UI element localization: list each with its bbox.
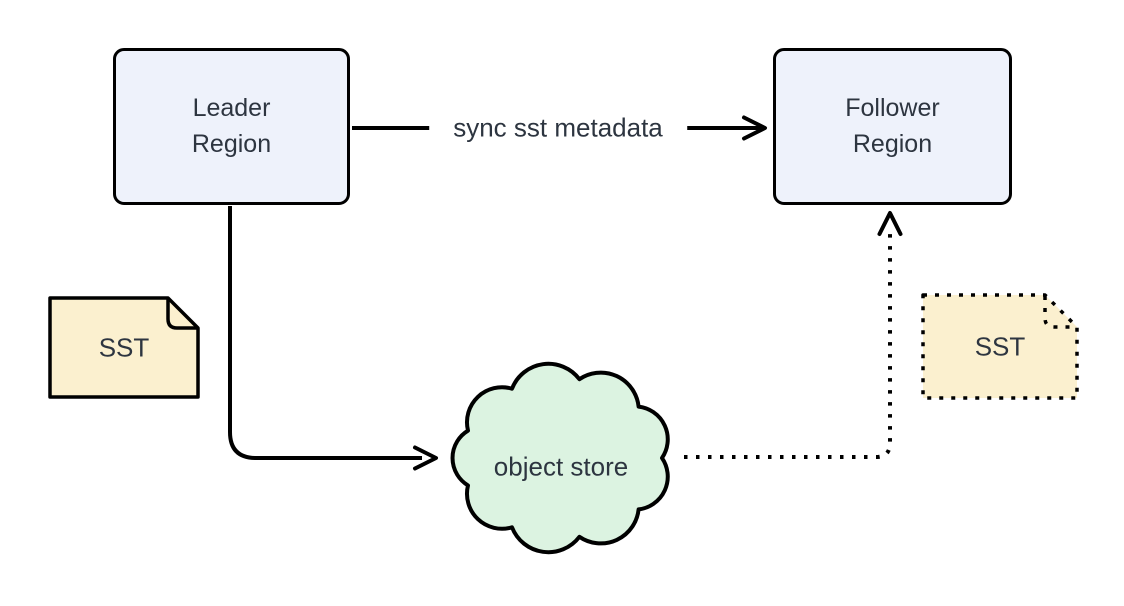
node-sst-replica-label: SST — [974, 331, 1026, 362]
node-sst-source-fold-corner — [166, 299, 197, 330]
node-follower-region-label: Follower Region — [845, 94, 940, 158]
node-object-store-cloud-shape — [450, 361, 670, 555]
edge-store-to-follower-line — [684, 226, 892, 459]
node-sst-source-shape — [48, 296, 200, 399]
edge-sync-metadata-arrowhead — [742, 115, 767, 141]
edge-store-to-follower-arrowhead — [877, 211, 903, 236]
node-leader-region-label: Leader Region — [191, 94, 272, 158]
node-leader-region: Leader Region — [113, 48, 350, 205]
node-follower-region: Follower Region — [773, 48, 1012, 205]
node-sst-replica-fold-corner — [1043, 296, 1076, 329]
edge-sync-metadata-label: sync sst metadata — [429, 110, 687, 146]
edge-leader-to-store-line — [228, 206, 422, 460]
node-sst-source-label: SST — [98, 332, 150, 363]
node-object-store-label: object store — [493, 451, 629, 482]
edge-leader-to-store-arrowhead — [413, 445, 438, 471]
node-sst-replica-shape — [921, 293, 1079, 400]
